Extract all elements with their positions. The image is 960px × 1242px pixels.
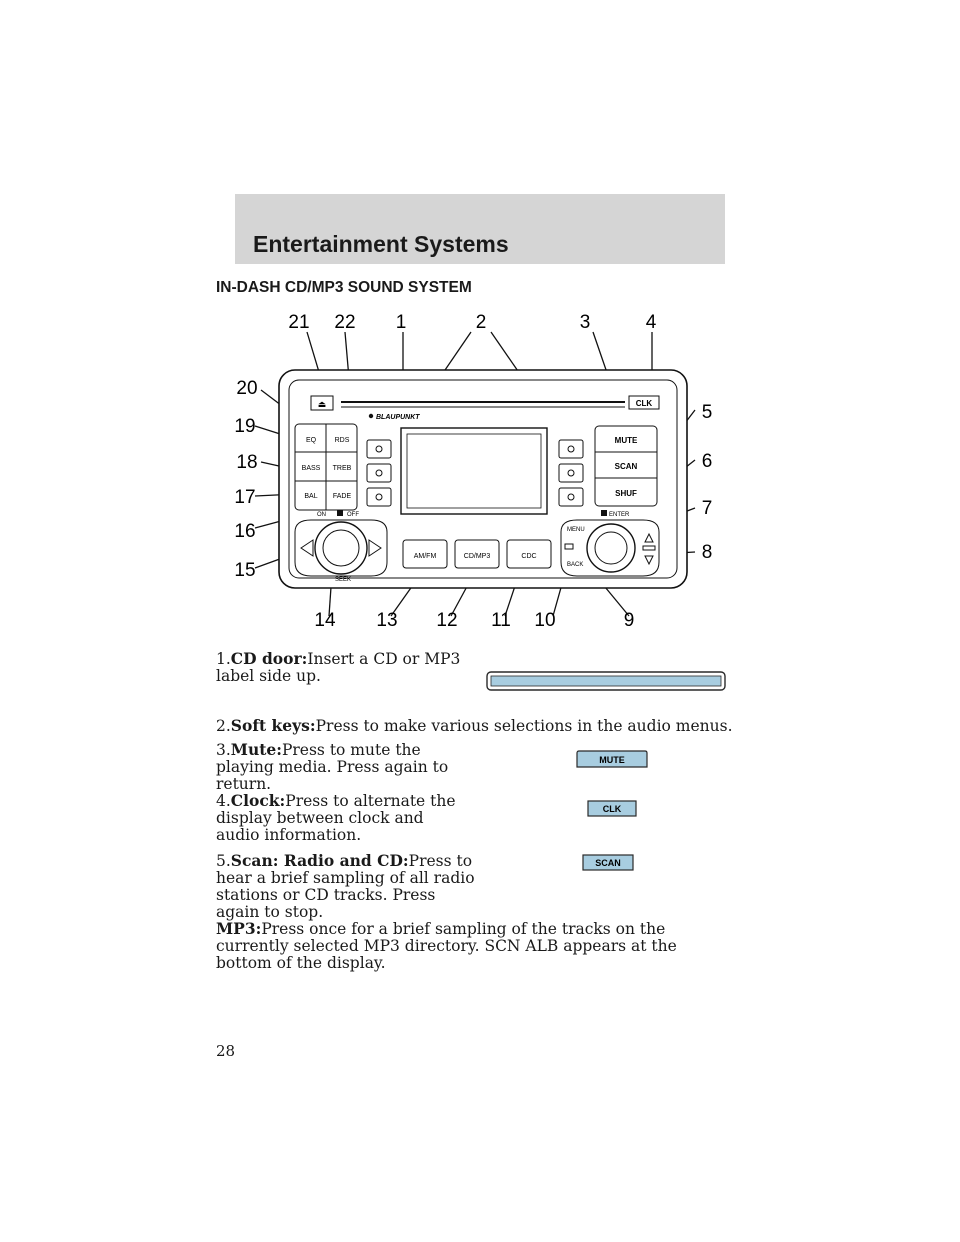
callout-8: 8 [702,542,713,563]
callout-6: 6 [702,451,713,472]
am-fm-button[interactable] [402,539,448,569]
brand-dot-icon [368,413,374,419]
callout-14: 14 [314,610,336,631]
menu-label[interactable]: MENU [567,527,585,533]
enter-icon [601,510,607,516]
item-text: Insert a CD or MP3 label side up. [216,650,461,685]
am-fm-label: AM/FM [414,553,437,560]
seek-left-icon[interactable] [300,539,314,557]
bass-button[interactable]: BASS [302,465,321,472]
item-text: Press to alternate the display between c… [216,792,456,844]
fade-button[interactable]: FADE [333,493,352,500]
item-term: MP3: [216,919,262,938]
right-button-panel [594,425,658,507]
callout-15: 15 [234,560,255,581]
callout-4: 4 [646,312,657,333]
soft-key-right-3[interactable] [558,487,584,507]
item-text: Press to make various selections in the … [315,717,733,735]
item-soft-keys: 2.Soft keys:Press to make various select… [216,717,736,735]
callout-7: 7 [702,498,713,519]
callout-12: 12 [436,610,457,631]
callout-11: 11 [491,610,511,631]
item-number: 1. [216,650,231,668]
item-clock: 4.Clock:Press to alternate the display b… [216,792,466,844]
item-mp3: MP3:Press once for a brief sampling of t… [216,920,736,972]
scan-key-image: SCAN [582,854,634,871]
seek-right-icon[interactable] [368,539,382,557]
off-label: OFF [347,512,359,518]
page-number: 28 [216,1042,236,1060]
page-header-title: Entertainment Systems [253,231,509,257]
item-scan: 5.Scan: Radio and CD:Press to hear a bri… [216,852,476,921]
section-title: IN-DASH CD/MP3 SOUND SYSTEM [216,279,472,296]
clk-button[interactable] [628,395,660,410]
soft-key-right-2[interactable] [558,463,584,483]
power-icon [337,510,343,516]
item-number: 5. [216,852,231,870]
callout-18: 18 [236,452,257,473]
scan-button[interactable]: SCAN [615,462,638,471]
callout-5: 5 [702,402,713,423]
item-text: Press to mute the playing media. Press a… [216,741,449,793]
soft-key-right-1[interactable] [558,439,584,459]
item-term: Soft keys: [230,716,316,735]
item-cd-door: 1.CD door:Insert a CD or MP3 label side … [216,650,466,685]
up-arrow-icon[interactable] [644,532,654,543]
callout-21: 21 [288,312,309,333]
item-term: Mute: [230,740,282,759]
eq-button[interactable]: EQ [306,437,317,444]
radio-diagram: ⏏ CLK BLAUPUNKT EQ RDS BASS TREB BAL FAD… [234,312,713,631]
callout-17: 17 [234,487,255,508]
treb-button[interactable]: TREB [333,465,352,472]
mute-key-label: MUTE [599,755,625,765]
cdc-button[interactable] [506,539,552,569]
mute-button[interactable]: MUTE [615,436,638,445]
on-label: ON [317,512,326,518]
callout-10: 10 [534,610,555,631]
eject-icon: ⏏ [318,399,327,409]
clk-key-image: CLK [587,800,637,817]
soft-key-left-1[interactable] [366,439,392,459]
menu-back-toggle[interactable] [564,543,574,550]
header-band: Entertainment Systems [235,194,725,264]
down-arrow-icon[interactable] [644,555,654,566]
callout-2: 2 [476,312,487,333]
item-term: Scan: Radio and CD: [230,851,409,870]
bal-button[interactable]: BAL [304,493,317,500]
rds-button[interactable]: RDS [335,437,350,444]
callout-19: 19 [234,416,255,437]
clk-label: CLK [636,399,653,408]
soft-key-left-3[interactable] [366,487,392,507]
item-term: CD door: [230,649,308,668]
eject-button[interactable] [310,395,334,411]
cd-mp3-label: CD/MP3 [464,553,491,560]
callout-1: 1 [396,312,407,333]
cd-mp3-button[interactable] [454,539,500,569]
soft-key-left-2[interactable] [366,463,392,483]
cd-door-image [486,671,726,691]
item-number: 4. [216,792,231,810]
callout-3: 3 [580,312,591,333]
callout-22: 22 [334,312,355,333]
item-mute: 3.Mute:Press to mute the playing media. … [216,741,466,793]
item-term: Clock: [230,791,286,810]
scan-key-label: SCAN [595,858,621,868]
clk-key-label: CLK [603,804,622,814]
callout-13: 13 [376,610,397,631]
seek-label: SEEK [335,577,351,583]
item-number: 3. [216,741,231,759]
display-screen [400,427,548,515]
cdc-label: CDC [521,553,536,560]
item-text: Press to hear a brief sampling of all ra… [216,852,475,921]
mute-key-image: MUTE [576,750,648,768]
callout-9: 9 [624,610,635,631]
enter-label: ENTER [609,512,630,518]
callout-16: 16 [234,521,255,542]
item-text: Press once for a brief sampling of the t… [216,920,677,972]
callout-20: 20 [236,378,257,399]
brand-logo: BLAUPUNKT [376,414,420,421]
item-number: 2. [216,717,231,735]
shuf-button[interactable]: SHUF [615,489,637,498]
back-label[interactable]: BACK [567,562,583,568]
